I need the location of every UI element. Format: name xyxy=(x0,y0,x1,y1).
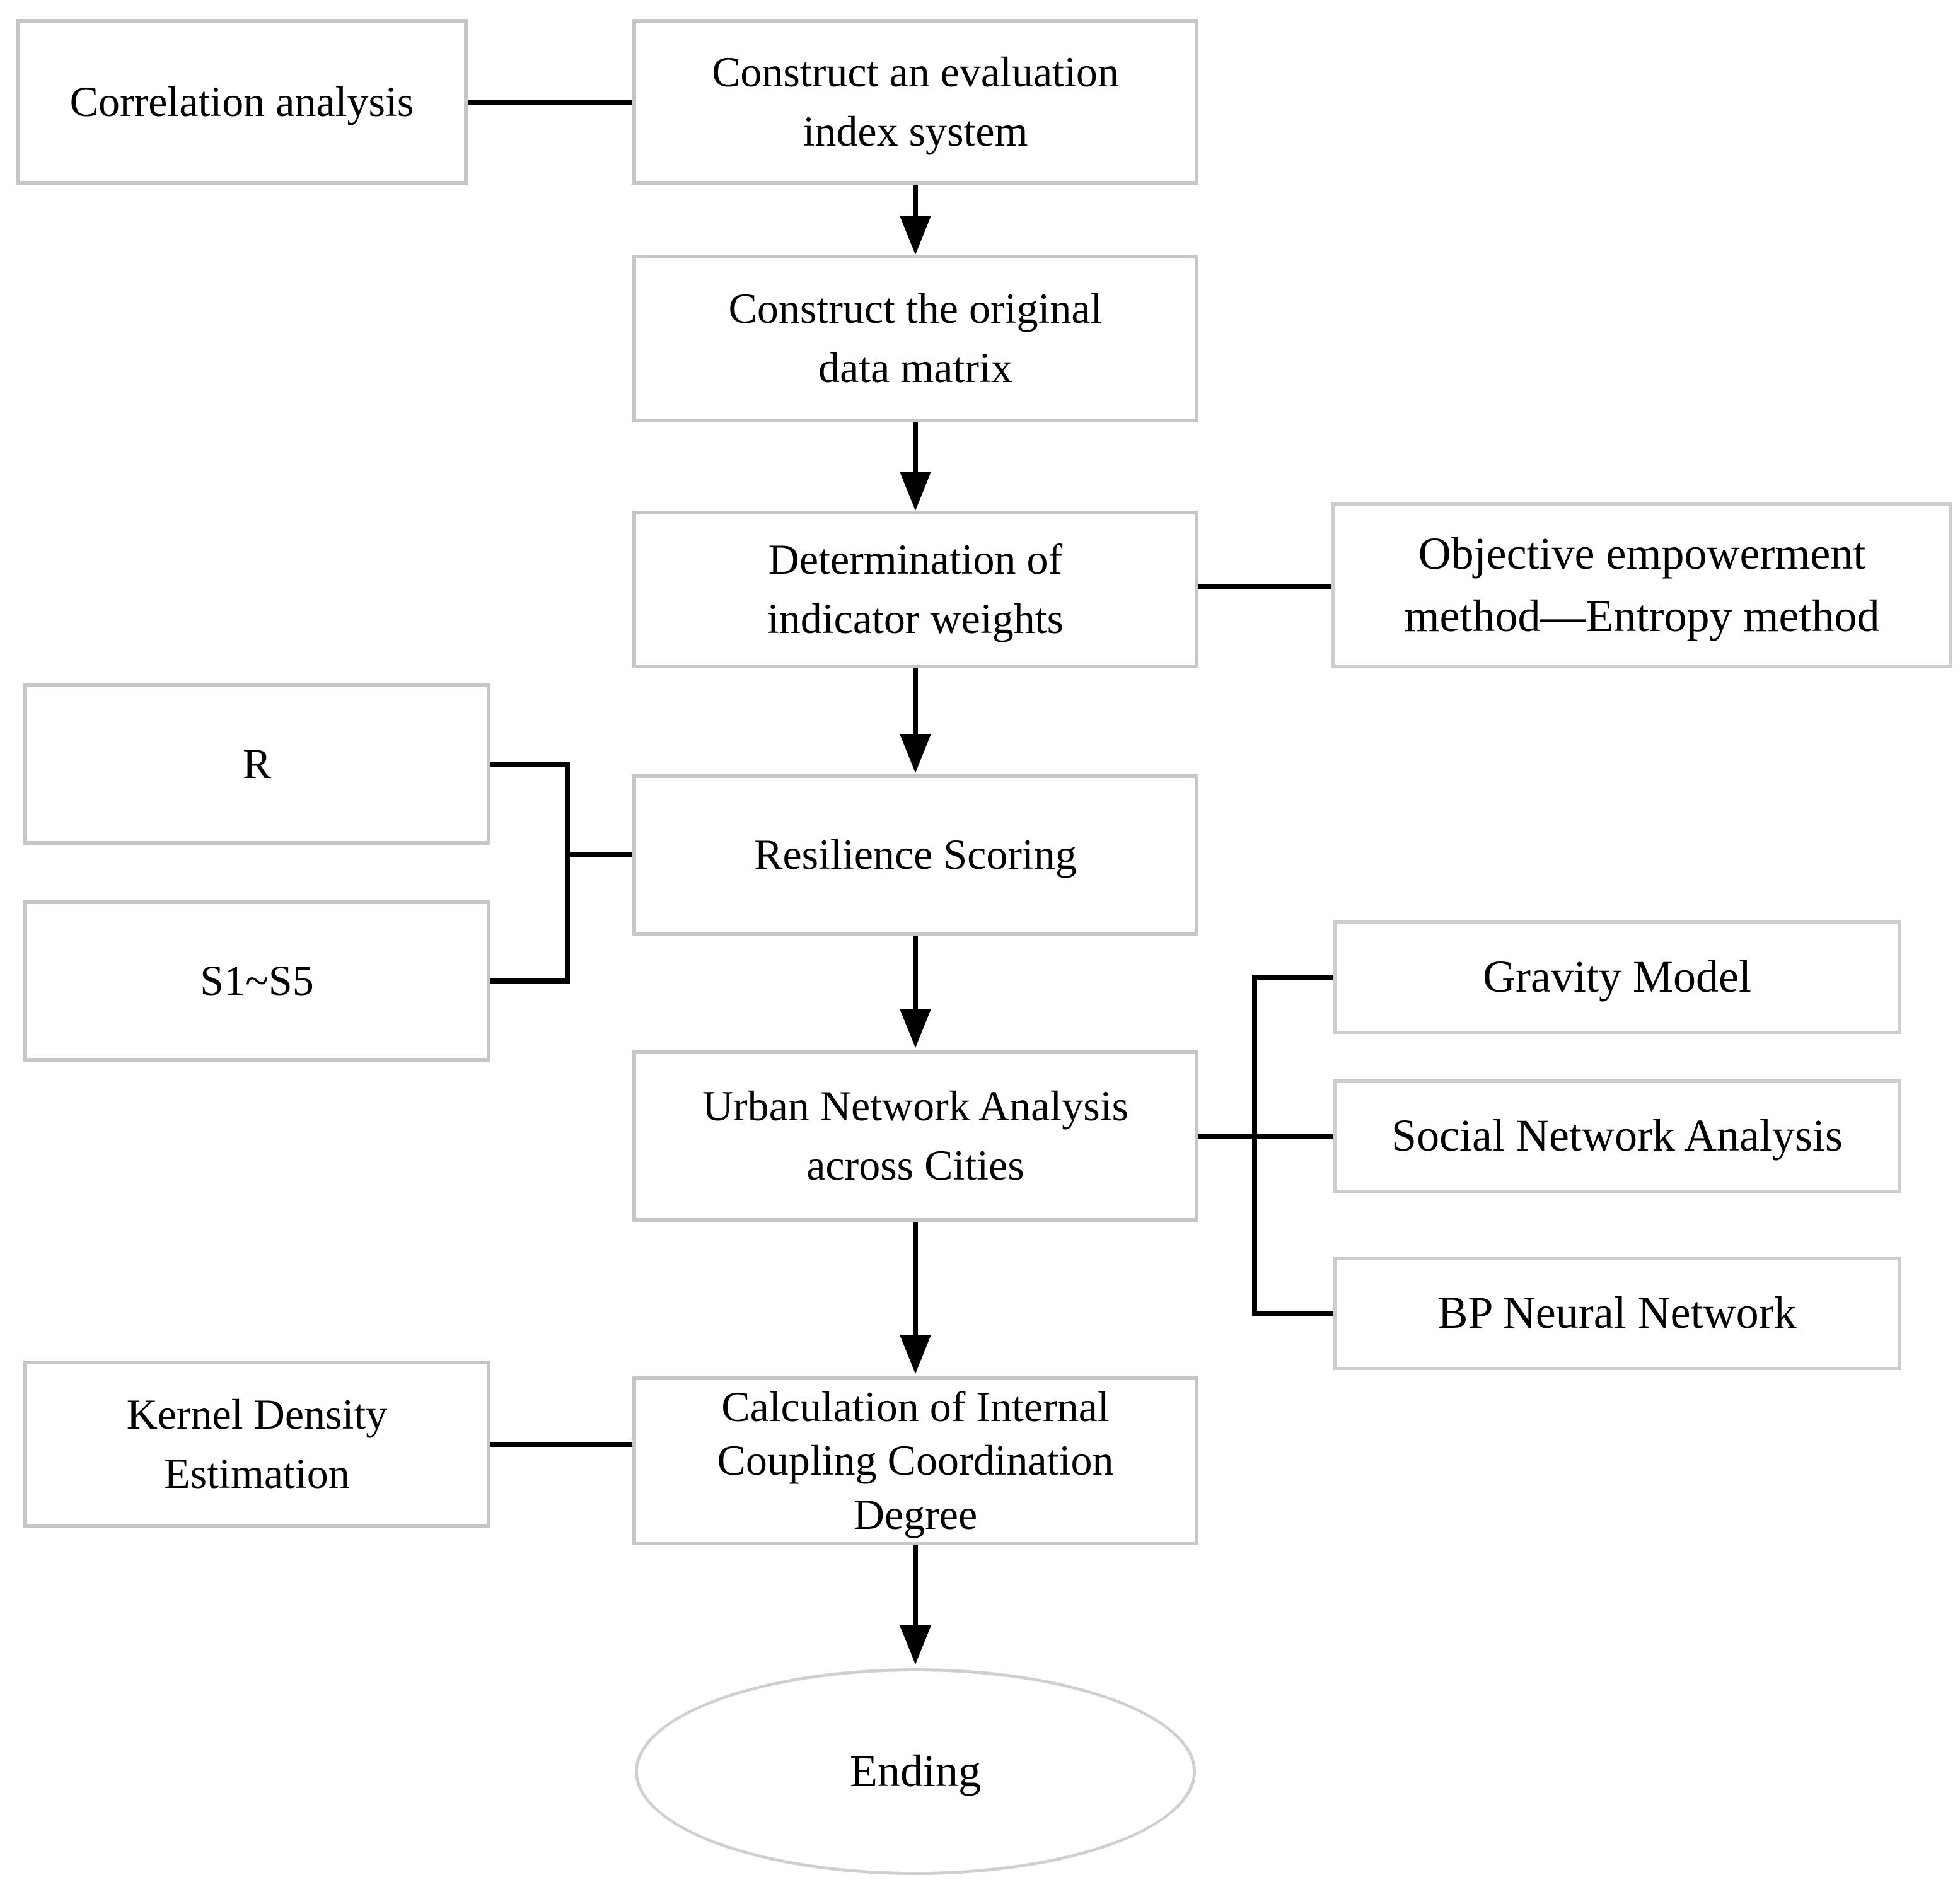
node-r: R xyxy=(23,683,490,845)
arrowhead-evaluation-to-data-matrix xyxy=(900,216,931,255)
node-social-network-analysis: Social Network Analysis xyxy=(1333,1079,1901,1193)
arrowhead-determination-to-resilience xyxy=(900,734,931,773)
node-construct-evaluation-index-system: Construct an evaluation index system xyxy=(632,19,1198,185)
node-label: BP Neural Network xyxy=(1437,1287,1797,1338)
node-label: Calculation of Internal Coupling Coordin… xyxy=(717,1382,1114,1538)
node-determination-of-indicator-weights: Determination of indicator weights xyxy=(632,511,1198,668)
node-correlation-analysis: Correlation analysis xyxy=(16,19,468,185)
node-resilience-scoring: Resilience Scoring xyxy=(632,774,1198,936)
arrowhead-data-matrix-to-determination xyxy=(900,472,931,511)
node-construct-original-data-matrix: Construct the original data matrix xyxy=(632,255,1198,422)
node-label: Social Network Analysis xyxy=(1391,1110,1843,1161)
node-calculation-internal-coupling-coordination-degree: Calculation of Internal Coupling Coordin… xyxy=(632,1376,1198,1545)
arrowhead-urban-to-calculation xyxy=(900,1335,931,1374)
arrowhead-resilience-to-urban xyxy=(900,1009,931,1048)
node-label: S1~S5 xyxy=(200,956,314,1005)
node-label: Urban Network Analysis across Cities xyxy=(702,1082,1129,1189)
node-kernel-density-estimation: Kernel Density Estimation xyxy=(23,1361,490,1528)
arrowhead-calculation-to-ending xyxy=(900,1625,931,1664)
node-gravity-model: Gravity Model xyxy=(1333,920,1901,1034)
node-label: Construct an evaluation index system xyxy=(712,47,1119,155)
node-label: Gravity Model xyxy=(1483,951,1751,1002)
node-ending: Ending xyxy=(635,1668,1196,1875)
node-label: Objective empowerment method—Entropy met… xyxy=(1404,528,1880,641)
node-bp-neural-network: BP Neural Network xyxy=(1333,1257,1901,1370)
node-label: Ending xyxy=(850,1746,981,1797)
node-label: Determination of indicator weights xyxy=(767,535,1064,642)
node-urban-network-analysis-across-cities: Urban Network Analysis across Cities xyxy=(632,1050,1198,1222)
node-label: Kernel Density Estimation xyxy=(126,1390,388,1497)
node-label: Resilience Scoring xyxy=(754,830,1077,879)
node-objective-empowerment-entropy-method: Objective empowerment method—Entropy met… xyxy=(1331,502,1952,668)
node-label: R xyxy=(242,740,272,788)
node-label: Correlation analysis xyxy=(69,77,414,125)
node-s1-s5: S1~S5 xyxy=(23,900,490,1062)
node-label: Construct the original data matrix xyxy=(728,284,1103,392)
